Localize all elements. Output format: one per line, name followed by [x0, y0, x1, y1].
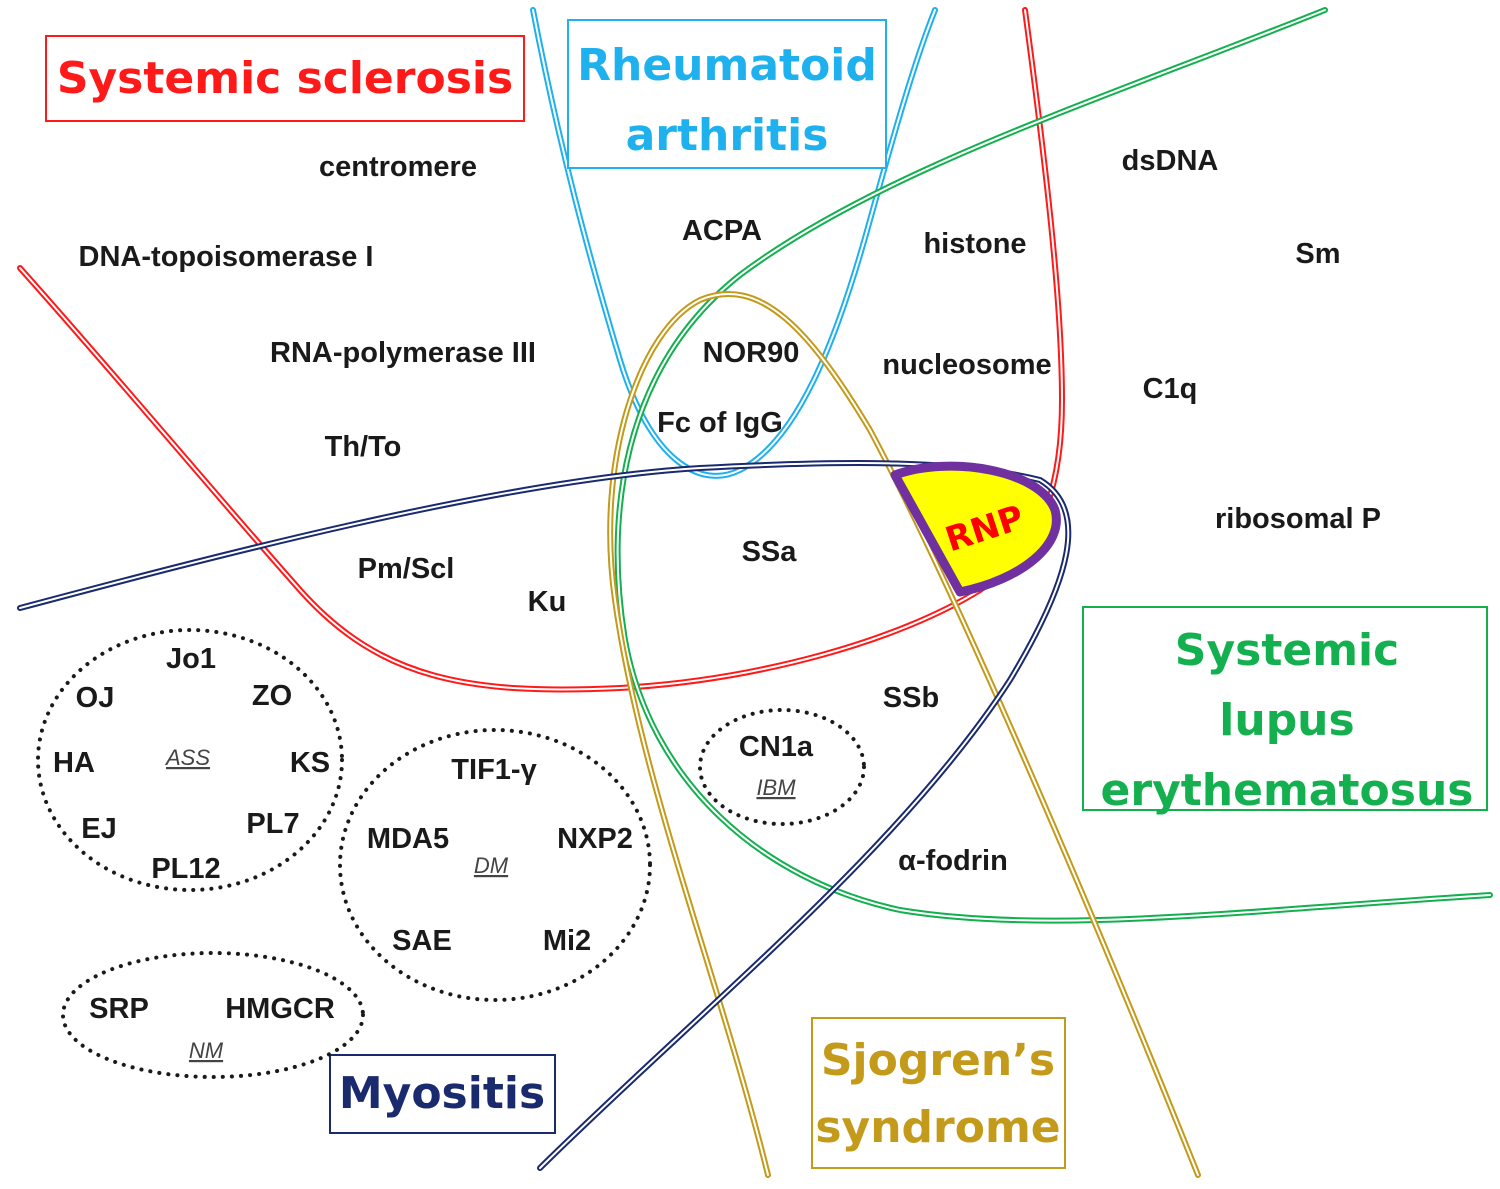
antigen-rna-polymerase: RNA-polymerase III: [270, 337, 536, 369]
antigen-histone: histone: [923, 228, 1026, 260]
dm-item: SAE: [392, 925, 452, 957]
antigen-ssa: SSa: [742, 536, 798, 568]
dm-item: NXP2: [557, 823, 633, 855]
ibm-item: CN1a: [739, 731, 814, 763]
rnp-shape: [890, 461, 1061, 597]
dm-group: DM TIF1-γ MDA5 NXP2 SAE Mi2: [338, 728, 652, 1002]
myositis-boundary: [17, 460, 1072, 1171]
rheumatoid-arthritis-title-line1: Rheumatoid: [577, 40, 877, 91]
antigen-pm-scl: Pm/Scl: [358, 553, 455, 585]
dm-group-name: DM: [474, 853, 509, 878]
antigen-th-to: Th/To: [325, 431, 402, 463]
antigen-acpa: ACPA: [682, 215, 762, 247]
dm-item: MDA5: [367, 823, 449, 855]
sle-title-line2: lupus: [1219, 695, 1354, 746]
nm-item: SRP: [89, 993, 149, 1025]
myositis-title: Myositis: [339, 1068, 545, 1119]
antigen-centromere: centromere: [319, 151, 477, 183]
myositis-title-box: Myositis: [329, 1054, 556, 1134]
ass-group-name: ASS: [164, 745, 210, 770]
ass-item: Jo1: [166, 643, 216, 675]
sle-boundary: [614, 7, 1493, 924]
sle-title-line1: Systemic: [1175, 625, 1399, 676]
rnp-overlap-region: RNP: [890, 461, 1061, 597]
nm-group-name: NM: [189, 1038, 224, 1063]
dm-item: TIF1-γ: [451, 754, 537, 786]
ass-item: PL12: [151, 853, 220, 885]
systemic-sclerosis-title-box: Systemic sclerosis: [45, 35, 525, 122]
ass-group-border: [36, 628, 344, 892]
systemic-sclerosis-title: Systemic sclerosis: [57, 53, 513, 104]
nm-item: HMGCR: [225, 993, 335, 1025]
ass-item: PL7: [246, 808, 299, 840]
antigen-ssb: SSb: [883, 682, 939, 714]
ass-item: KS: [290, 747, 330, 779]
ibm-group-name: IBM: [756, 775, 796, 800]
systemic-sclerosis-boundary: [17, 7, 1065, 693]
antigen-c1q: C1q: [1143, 373, 1198, 405]
sjogren-boundary: [607, 291, 1201, 1178]
dm-item: Mi2: [543, 925, 591, 957]
antigen-labels: centromere DNA-topoisomerase I RNA-polym…: [79, 145, 1381, 877]
sjogren-title-line1: Sjogren’s: [821, 1035, 1055, 1086]
rheumatoid-arthritis-title-box: Rheumatoid arthritis: [567, 19, 887, 169]
ass-item: EJ: [81, 813, 116, 845]
antigen-nucleosome: nucleosome: [882, 349, 1051, 381]
antigen-sm: Sm: [1295, 238, 1340, 270]
sle-title-line3: erythematosus: [1101, 765, 1474, 816]
antigen-fc-of-igg: Fc of IgG: [657, 407, 783, 439]
antigen-dna-topoisomerase: DNA-topoisomerase I: [79, 241, 374, 273]
ibm-group-border: [698, 708, 866, 826]
ass-item: OJ: [76, 682, 115, 714]
antigen-ribosomal-p: ribosomal P: [1215, 503, 1381, 535]
antigen-ku: Ku: [528, 586, 567, 618]
antigen-alpha-fodrin: α-fodrin: [898, 845, 1008, 877]
ibm-group: IBM CN1a: [698, 708, 866, 826]
ass-item: HA: [53, 747, 95, 779]
nm-group: NM SRP HMGCR: [61, 951, 365, 1079]
antigen-dsdna: dsDNA: [1122, 145, 1219, 177]
rheumatoid-arthritis-title-line2: arthritis: [626, 110, 829, 161]
ass-item: ZO: [252, 680, 292, 712]
sle-title-box: Systemic lupus erythematosus: [1082, 606, 1488, 816]
ass-group: ASS Jo1 OJ ZO HA KS EJ PL7 PL12: [36, 628, 344, 892]
antigen-nor90: NOR90: [703, 337, 800, 369]
dm-group-border: [338, 728, 652, 1002]
sjogren-title-line2: syndrome: [815, 1102, 1060, 1153]
nm-group-border: [61, 951, 365, 1079]
sjogren-title-box: Sjogren’s syndrome: [811, 1017, 1066, 1169]
